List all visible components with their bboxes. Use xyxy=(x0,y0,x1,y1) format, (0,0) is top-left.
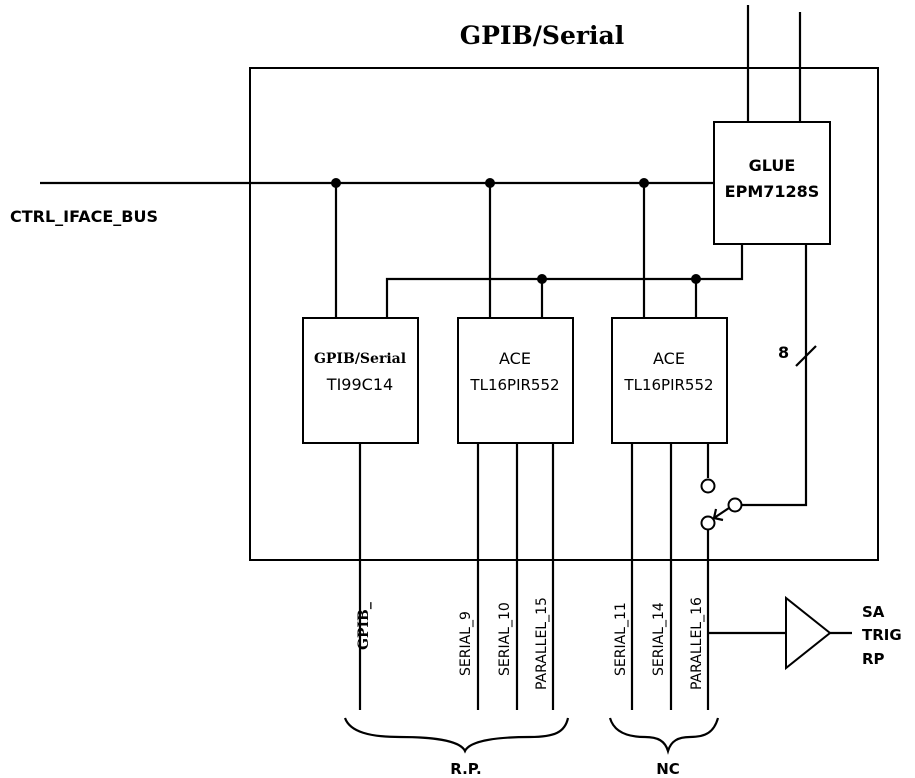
ace-chip-2-part: TL16PIR552 xyxy=(623,376,713,394)
glue-chip-name: GLUE xyxy=(749,156,796,175)
glue-internal-bus xyxy=(385,244,744,318)
buffer-output-trig: TRIG xyxy=(862,626,902,644)
bus-width-slash xyxy=(795,345,817,367)
ace-chip-1-name: ACE xyxy=(499,349,531,368)
buffer-amplifier xyxy=(785,595,832,671)
brace-nc xyxy=(608,717,720,755)
port-label-serial-14: SERIAL_14 xyxy=(651,602,667,676)
port-label-serial-11: SERIAL_11 xyxy=(613,602,629,676)
group-label-rp: R.P. xyxy=(450,760,481,778)
port-label-gpib: GPIB_ xyxy=(356,602,372,650)
ace-chip-1 xyxy=(457,317,574,444)
gpib-chip xyxy=(302,317,419,444)
bus-width-label: 8 xyxy=(778,343,789,362)
diagram-title: GPIB/Serial xyxy=(460,21,624,50)
ctrl-iface-bus-label: CTRL_IFACE_BUS xyxy=(10,207,158,226)
port-label-parallel-16: PARALLEL_16 xyxy=(689,597,705,690)
bus-junction-2 xyxy=(485,178,495,188)
ace-chip-2 xyxy=(611,317,728,444)
glue-control-line xyxy=(742,244,808,507)
glue-chip-part: EPM7128S xyxy=(725,182,820,201)
gpib-chip-part: TI99C14 xyxy=(326,375,393,394)
glue-junction-2 xyxy=(691,274,701,284)
glue-chip xyxy=(713,121,831,245)
switch-contact-bottom xyxy=(700,515,716,531)
gpib-chip-name: GPIB/Serial xyxy=(314,351,406,367)
buffer-output-rp: RP xyxy=(862,650,885,668)
brace-rp xyxy=(343,717,570,754)
bus-junction-1 xyxy=(331,178,341,188)
port-label-serial-9: SERIAL_9 xyxy=(458,611,474,676)
ace-chip-1-part: TL16PIR552 xyxy=(469,376,559,394)
switch-contact-top xyxy=(700,478,716,494)
buffer-output-sa: SA xyxy=(862,603,885,621)
bus-junction-3 xyxy=(639,178,649,188)
module-boundary xyxy=(249,67,879,561)
switch-arrowhead xyxy=(712,508,724,522)
switch-arm xyxy=(713,507,730,519)
port-label-parallel-15: PARALLEL_15 xyxy=(534,597,550,690)
switch-contact-control xyxy=(727,497,743,513)
group-label-nc: NC xyxy=(656,760,680,778)
glue-junction-1 xyxy=(537,274,547,284)
ace-chip-2-name: ACE xyxy=(653,349,685,368)
port-label-serial-10: SERIAL_10 xyxy=(497,602,513,676)
